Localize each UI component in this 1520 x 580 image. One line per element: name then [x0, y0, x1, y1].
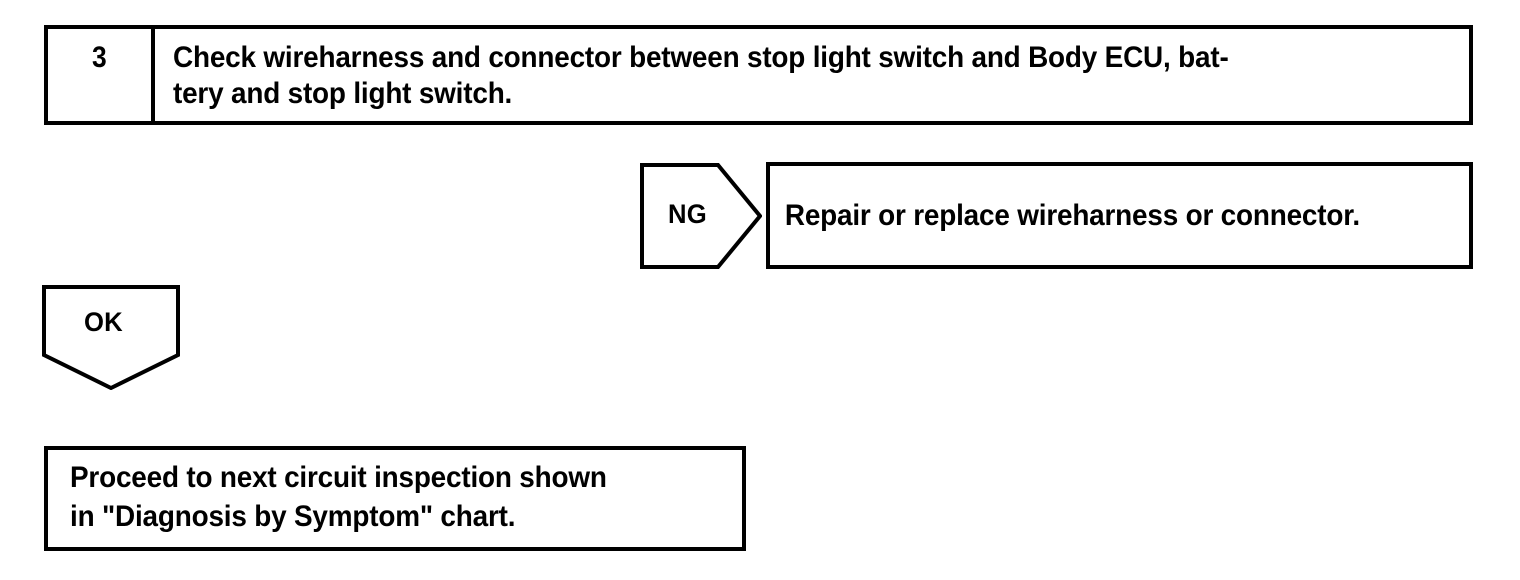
ok-result-box: Proceed to next circuit inspection shown…: [44, 446, 746, 551]
ng-arrow-shape: [640, 163, 762, 269]
ng-branch-label: NG: [668, 199, 707, 229]
step-instruction-cell: Check wireharness and connector between …: [159, 29, 1469, 121]
ng-branch-arrow: [640, 163, 762, 269]
ok-branch-label: OK: [84, 307, 123, 337]
ng-result-text: Repair or replace wireharness or connect…: [784, 198, 1360, 232]
ng-result-box: Repair or replace wireharness or connect…: [766, 162, 1473, 269]
step-instruction-text: Check wireharness and connector between …: [173, 41, 1229, 110]
step-number: 3: [92, 41, 107, 74]
ok-result-text: Proceed to next circuit inspection shown…: [70, 461, 607, 533]
step-instruction-box: 3 Check wireharness and connector betwee…: [44, 25, 1473, 125]
ok-arrow-shape: [42, 285, 180, 390]
step-number-cell: 3: [48, 29, 155, 121]
ok-branch-arrow: [42, 285, 180, 390]
